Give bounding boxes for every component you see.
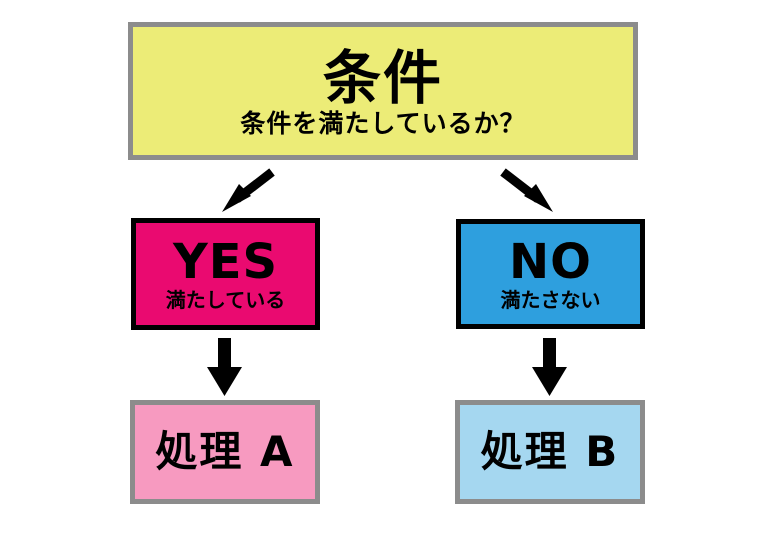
process-node-a[interactable]: 処理 A (130, 400, 320, 504)
branch-node-no[interactable]: NO 満たさない (456, 219, 645, 329)
condition-title: 条件 (322, 44, 443, 113)
arrow-condition-to-yes-icon (222, 168, 275, 212)
branch-node-yes[interactable]: YES 満たしている (131, 218, 320, 330)
branch-yes-subtitle: 満たしている (165, 287, 286, 312)
process-a-title: 処理 A (155, 426, 295, 476)
branch-no-title: NO (509, 233, 592, 290)
branch-no-subtitle: 満たさない (500, 287, 601, 312)
arrow-yes-to-process-a-icon (207, 338, 242, 396)
process-node-b[interactable]: 処理 B (455, 400, 645, 504)
condition-node[interactable]: 条件 条件を満たしているか？ (128, 22, 638, 160)
condition-subtitle: 条件を満たしているか？ (240, 109, 526, 139)
process-b-title: 処理 B (480, 426, 620, 476)
branch-yes-title: YES (172, 233, 279, 290)
arrow-no-to-process-b-icon (532, 338, 567, 396)
arrow-condition-to-no-icon (500, 168, 553, 212)
